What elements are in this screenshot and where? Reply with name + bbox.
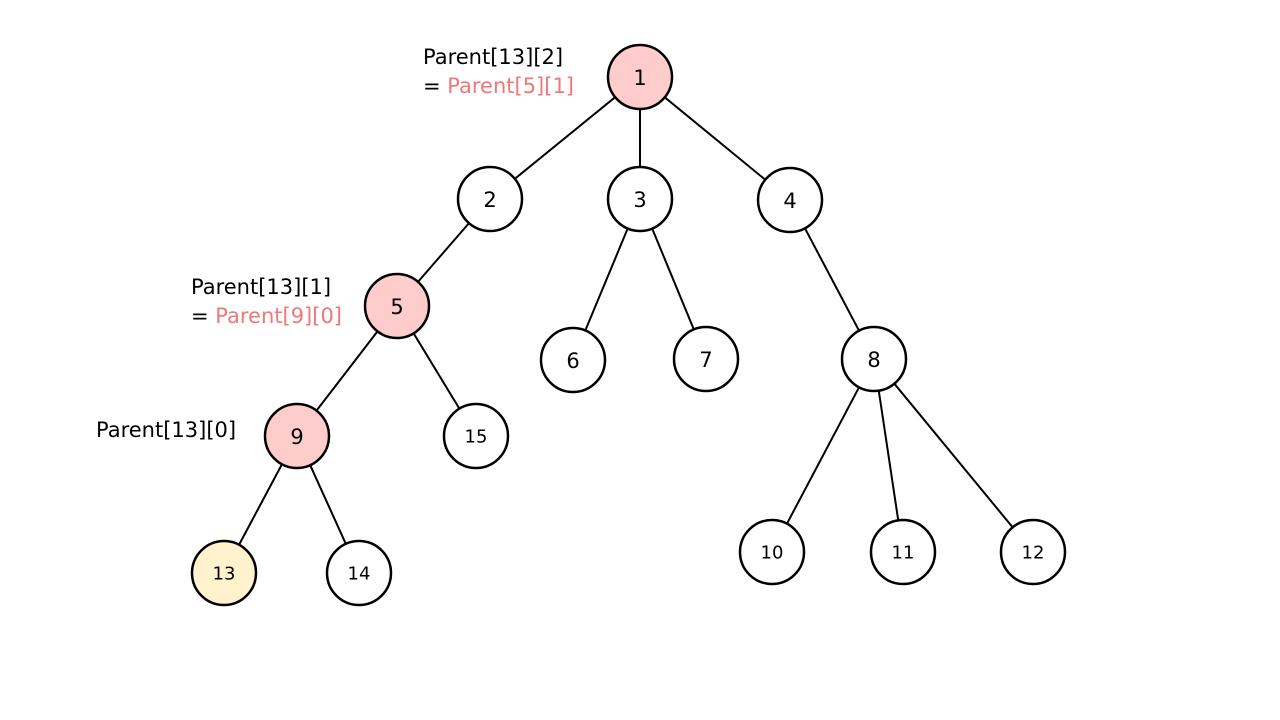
edge-4-8 (804, 227, 860, 332)
tree-node-label: 7 (699, 348, 712, 372)
tree-node-label: 1 (633, 66, 646, 90)
tree-node-circle (325, 539, 393, 607)
edge-9-14 (309, 464, 347, 545)
tree-node-12: 12 (999, 518, 1067, 586)
tree-node-7: 7 (672, 325, 740, 393)
tree-node-15: 15 (442, 402, 510, 470)
tree-node-circle (190, 539, 258, 607)
tree-node-label: 14 (348, 564, 371, 585)
tree-node-6: 6 (539, 326, 607, 394)
tree-node-circle (738, 518, 806, 586)
edge-3-6 (584, 228, 629, 331)
edge-3-7 (651, 228, 695, 330)
tree-node-label: 9 (290, 425, 303, 449)
edge-8-10 (786, 386, 860, 525)
tree-node-8: 8 (840, 325, 908, 393)
tree-node-circle (363, 272, 431, 340)
edge-5-9 (315, 330, 379, 412)
equals-sign: = (191, 304, 216, 328)
annotation-parent-13-1-reference: Parent[9][0] (215, 304, 342, 328)
tree-node-circle (999, 518, 1067, 586)
tree-node-label: 12 (1022, 543, 1045, 564)
tree-node-label: 4 (783, 189, 796, 213)
edge-8-12 (893, 383, 1014, 528)
annotation-parent-13-2-reference: Parent[5][1] (447, 74, 574, 98)
tree-node-4: 4 (756, 166, 824, 234)
annotation-parent-13-2-label: Parent[13][2] (423, 45, 564, 69)
tree-node-label: 13 (213, 564, 236, 585)
tree-node-circle (263, 402, 331, 470)
tree-node-circle (869, 518, 937, 586)
edge-9-13 (238, 463, 283, 546)
tree-node-5: 5 (363, 272, 431, 340)
annotation-parent-13-0-label: Parent[13][0] (96, 418, 237, 442)
tree-node-circle (756, 166, 824, 234)
tree-node-1: 1 (606, 43, 674, 111)
tree-node-2: 2 (456, 165, 524, 233)
annotation-parent-13-0: Parent[13][0] (96, 416, 236, 445)
tree-node-label: 10 (761, 543, 784, 564)
tree-node-11: 11 (869, 518, 937, 586)
equals-sign: = (423, 74, 448, 98)
tree-node-circle (606, 165, 674, 233)
edge-5-15 (412, 332, 461, 410)
tree-node-10: 10 (738, 518, 806, 586)
annotation-parent-13-1: Parent[13][1] = Parent[9][0] (191, 273, 342, 331)
edge-2-5 (417, 222, 470, 283)
tree-node-label: 8 (867, 348, 880, 372)
tree-node-circle (606, 43, 674, 111)
tree-node-9: 9 (263, 402, 331, 470)
tree-node-14: 14 (325, 539, 393, 607)
edge-8-11 (877, 390, 900, 521)
edges-layer (238, 96, 1014, 546)
annotation-parent-13-1-label: Parent[13][1] (191, 275, 332, 299)
tree-node-circle (456, 165, 524, 233)
annotation-parent-13-1-equation: = Parent[9][0] (191, 302, 342, 331)
tree-node-circle (840, 325, 908, 393)
tree-node-13: 13 (190, 539, 258, 607)
tree-node-label: 6 (566, 349, 579, 373)
tree-node-circle (672, 325, 740, 393)
edge-1-2 (514, 96, 616, 180)
annotation-parent-13-2: Parent[13][2] = Parent[5][1] (423, 43, 574, 101)
annotation-parent-13-2-equation: = Parent[5][1] (423, 72, 574, 101)
tree-node-label: 2 (483, 188, 496, 212)
tree-node-circle (539, 326, 607, 394)
tree-node-3: 3 (606, 165, 674, 233)
tree-node-label: 3 (633, 188, 646, 212)
edge-1-4 (664, 96, 766, 181)
tree-node-circle (442, 402, 510, 470)
tree-node-label: 11 (892, 543, 915, 564)
tree-node-label: 5 (390, 295, 403, 319)
tree-node-label: 15 (465, 427, 488, 448)
